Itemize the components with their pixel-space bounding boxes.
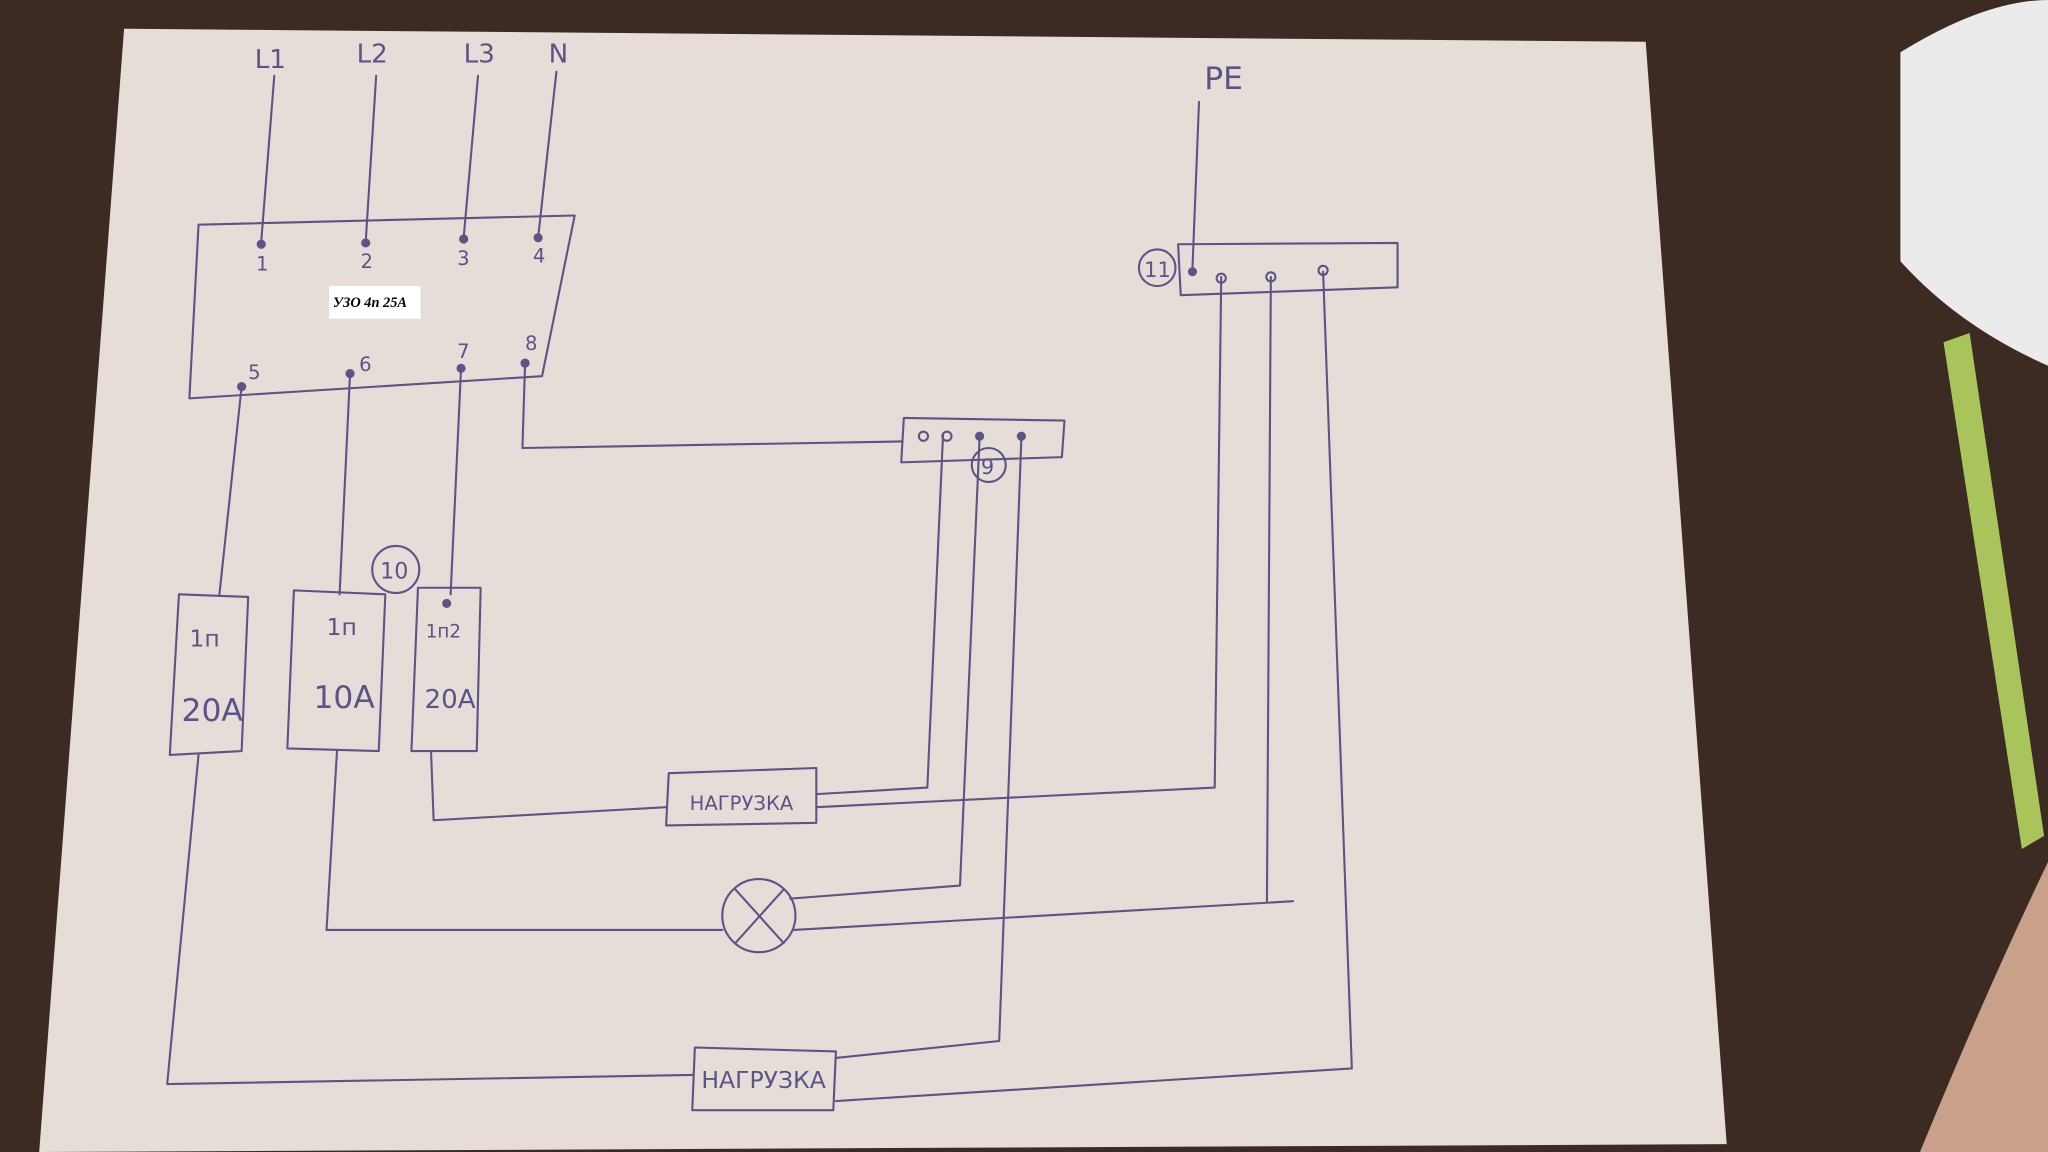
marker-9-label: 9: [981, 455, 994, 479]
load-1-label: НАГРУЗКА: [690, 792, 794, 815]
pe-bus-terminal: [1317, 264, 1329, 276]
terminal-label-5: 5: [248, 361, 260, 384]
load-2-label: НАГРУЗКА: [701, 1066, 825, 1094]
terminal-label-6: 6: [359, 353, 371, 376]
marker-10-label: 10: [380, 559, 408, 585]
circuit-wires: [166, 270, 1353, 1103]
terminal-4: [533, 233, 543, 243]
marker-circle-10: [371, 544, 421, 595]
terminal-1: [256, 239, 266, 249]
neutral-bus-terminal: [975, 431, 985, 441]
breaker-1-poles: 1п: [189, 625, 219, 653]
label-l3: L3: [464, 40, 495, 70]
breaker-3-poles: 1п2: [426, 621, 461, 642]
pe-bus-terminal: [1265, 271, 1277, 283]
hand: [1920, 862, 2048, 1152]
terminal-label-8: 8: [525, 332, 537, 355]
breaker-2-poles: 1п: [327, 613, 357, 641]
load-1: НАГРУЗКА: [665, 766, 818, 827]
pe-bus-terminal: [1215, 272, 1227, 284]
terminal-3: [459, 234, 469, 244]
neutral-bus-terminal: [917, 430, 930, 442]
marker-circle-11: [1137, 248, 1177, 288]
label-l2: L2: [357, 40, 388, 70]
marker-11-label: 11: [1144, 258, 1171, 282]
load-2: НАГРУЗКА: [691, 1046, 837, 1112]
paper-sheet: [39, 28, 1727, 1152]
lamp-icon: [721, 877, 797, 954]
neutral-bus-terminal: [941, 430, 953, 442]
breaker-1-rating: 20A: [182, 693, 244, 729]
terminal-label-4: 4: [533, 245, 545, 268]
label-n: N: [549, 40, 569, 70]
terminal-label-7: 7: [457, 340, 469, 363]
breaker-3-rating: 20A: [424, 685, 475, 715]
breaker-2-rating: 10A: [313, 680, 375, 716]
terminal-label-3: 3: [457, 247, 469, 270]
terminal-label-2: 2: [360, 250, 372, 273]
neutral-bus: 9: [900, 416, 1066, 484]
green-pencil: [1943, 333, 2045, 849]
neutral-bus-terminal: [1016, 431, 1026, 441]
paper-towel-roll: [1900, 0, 2048, 366]
terminal-label-1: 1: [256, 252, 268, 275]
pe-bus-terminal: [1187, 267, 1198, 277]
breaker-1: 1п 20A: [168, 593, 250, 756]
breaker-3: 1п2 20A: [410, 586, 482, 753]
supply-wires: [260, 70, 1201, 269]
rcd-label: УЗО 4п 25А: [333, 295, 407, 311]
label-pe: PE: [1204, 61, 1243, 97]
marker-circle-9: [970, 446, 1007, 484]
breaker-2: 1п 10A: [286, 589, 387, 753]
pe-bus: 11: [1137, 241, 1399, 297]
rcd-device: УЗО 4п 25А 1 2 3 4 5 6 7 8: [188, 214, 576, 400]
rcd-label-box: [329, 286, 421, 319]
lamp: [721, 877, 797, 954]
terminal-2: [361, 238, 371, 248]
label-l1: L1: [255, 45, 286, 75]
breaker-3-terminal: [442, 598, 452, 608]
